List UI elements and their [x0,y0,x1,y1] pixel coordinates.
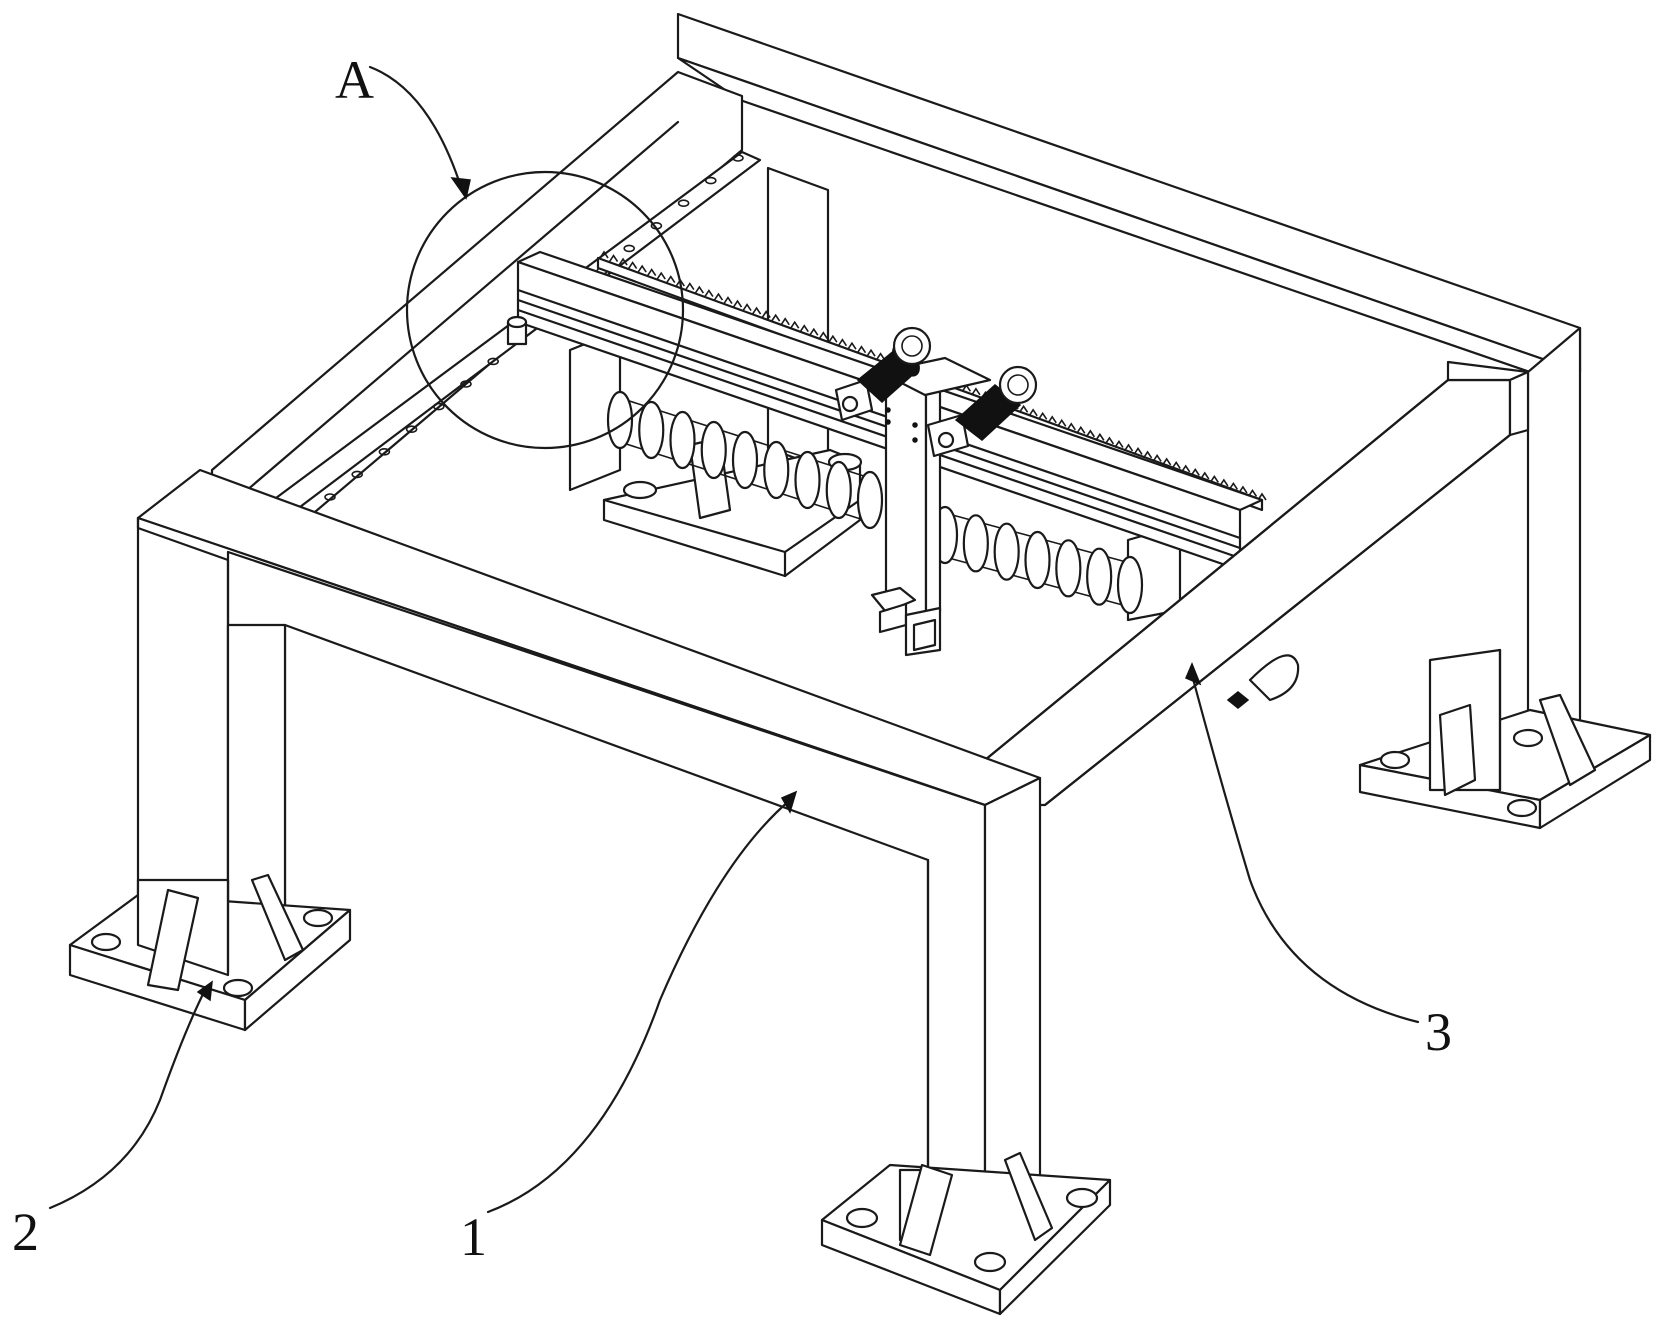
rack-tooth [1142,450,1153,459]
rack-tooth [1038,411,1048,420]
rack-tooth [1076,425,1086,434]
bolt-hole [704,176,717,185]
auger-flight [1055,539,1082,598]
base-plate-front-right [820,1151,1112,1316]
carriage [834,326,1038,657]
rack-tooth [704,289,714,298]
callout-label-1: 1 [460,1207,487,1267]
rack-tooth [1209,475,1219,483]
rack-tooth [971,387,981,396]
callout-label-2: 2 [12,1202,39,1262]
rack-tooth [742,303,752,312]
auger-flight [606,390,634,450]
bolt-hole [487,357,500,366]
rack-tooth [1171,460,1181,469]
rack-tooth [694,285,705,294]
auger-flight [1024,530,1051,590]
auger-flight [856,470,884,530]
rack-tooth [1219,478,1229,487]
rack-tooth [685,282,695,291]
rack-tooth [1247,489,1258,497]
bolt-hole [677,199,690,207]
rack-tooth [780,317,790,326]
bolt-hole [623,244,636,253]
rack-tooth [599,250,609,259]
bolt-hole [405,425,418,434]
rack-tooth [818,331,828,340]
rack-tooth [713,292,724,301]
auger-flight [1116,555,1144,615]
auger-flight [825,460,852,520]
auger-flight [993,522,1020,581]
callout-label-3: 3 [1425,1002,1452,1062]
rack-tooth [1057,418,1067,427]
rack-tooth [637,264,647,273]
callout-1: 1 [460,790,798,1267]
rack-tooth [1047,415,1057,424]
drive-motor-right [954,365,1038,441]
rack-tooth [1085,429,1096,438]
bolt-hole [732,154,744,162]
rack-tooth [1200,471,1210,480]
auger-flight [669,410,696,470]
rack-tooth [618,257,628,266]
rack-tooth [656,271,666,280]
rack-tooth [732,299,743,308]
rack-tooth [770,313,781,322]
callout-2: 2 [12,980,213,1262]
base-plate-front-left [68,873,352,1032]
rack-tooth [809,327,819,336]
rack-tooth [790,320,800,329]
rack-tooth [608,254,619,262]
rack-tooth [1152,453,1162,462]
rack-tooth [1238,485,1248,494]
base-plate-back-right [1358,648,1652,830]
auger-flight [700,420,727,480]
rack-tooth [1018,404,1029,413]
rack-tooth [723,296,733,305]
rack-tooth [1114,439,1124,448]
rack-tooth [761,310,771,319]
rack-tooth [866,348,876,357]
auger-flight [731,430,759,490]
auger-flight [794,450,821,510]
rack-tooth [627,261,638,269]
callout-3: 3 [1185,662,1452,1062]
drive-motor-left [856,326,932,404]
rack-tooth [1104,436,1115,445]
rack-tooth [856,345,867,354]
bolt-hole [351,470,364,479]
rack-tooth [647,268,657,276]
rack-tooth [1161,457,1172,466]
rack-tooth [1228,482,1239,490]
auger-flight [962,514,989,573]
rack-tooth [799,324,809,333]
rack-tooth [1095,432,1105,441]
bolt-hole [324,493,336,501]
auger-flight [1086,547,1113,606]
rack-tooth [837,338,848,347]
rack-tooth [1181,464,1191,473]
rack-tooth [875,352,886,361]
rack-tooth [666,275,676,283]
front-frame [136,468,1042,1247]
rack-tooth [1133,446,1143,455]
rack-tooth [847,341,857,350]
rack-tooth [1123,443,1134,452]
detail-marker-a: A [335,50,685,450]
auger-flight [638,400,665,460]
rack-tooth [1028,408,1038,417]
rack-tooth [751,306,762,315]
rack-tooth [828,334,838,343]
bolt-hole [432,402,445,411]
auger-screw-left [606,390,884,530]
auger-flight [763,440,790,500]
bolt-hole [460,380,472,388]
bolt-hole [378,447,391,456]
rack-tooth [1190,468,1200,476]
detail-label-a: A [335,50,374,110]
rack-tooth [1066,422,1076,431]
